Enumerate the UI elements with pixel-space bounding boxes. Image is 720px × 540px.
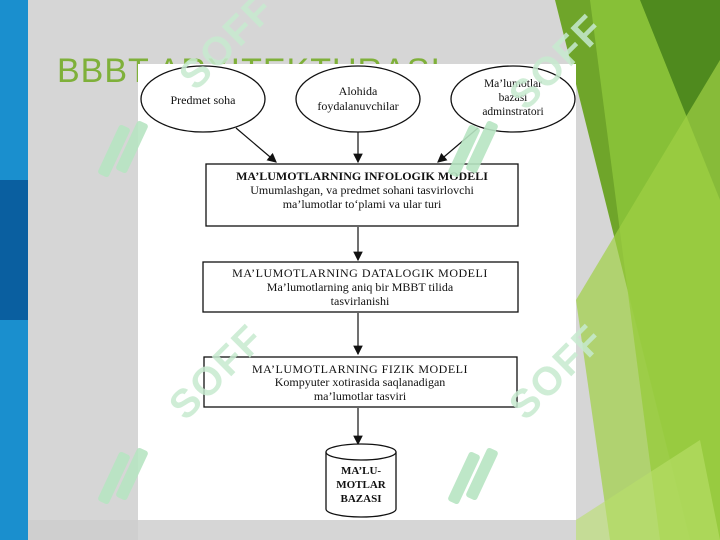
watermark-logo-icon <box>97 118 149 188</box>
database-cylinder: MA’LU- MOTLAR BAZASI <box>325 443 397 518</box>
watermark-logo-icon <box>97 445 149 515</box>
box-line: ma’lumotlar tasviri <box>314 389 407 403</box>
left-accent-bar-dark <box>0 180 28 320</box>
ellipse-label: foydalanuvchilar <box>317 99 398 113</box>
box-line: Umumlashgan, va predmet sohani tasvirlov… <box>250 183 474 197</box>
ellipse-alohida-foydalanuvchilar: Alohida foydalanuvchilar <box>295 65 421 133</box>
ellipse-label: Predmet soha <box>171 93 237 107</box>
watermark-logo-icon <box>447 445 499 515</box>
box-line: Ma’lumotlarning aniq bir MBBT tilida <box>267 280 454 294</box>
ellipse-label: adminstratori <box>482 106 543 118</box>
database-label: MOTLAR <box>336 479 387 491</box>
box-line: Kompyuter xotirasida saqlanadigan <box>275 375 446 389</box>
ellipse-label: bazasi <box>499 92 528 104</box>
box-fizik-model: MA’LUMOTLARNING FIZIK MODELI Kompyuter x… <box>203 356 518 408</box>
architecture-diagram: Predmet soha Alohida foydalanuvchilar Ma… <box>140 65 576 518</box>
ellipse-label: Ma’lumotlar <box>484 78 542 90</box>
box-datalogik-model: MA’LUMOTLARNING DATALOGIK MODELI Ma’lumo… <box>202 261 519 313</box>
arrow-connector <box>235 127 277 163</box>
ellipse-malumotlar-bazasi-adminstratori: Ma’lumotlar bazasi adminstratori <box>450 65 576 133</box>
box-title: MA’LUMOTLARNING DATALOGIK MODELI <box>232 266 488 280</box>
box-title: MA’LUMOTLARNING INFOLOGIK MODELI <box>236 169 488 183</box>
database-label: MA’LU- <box>341 465 381 477</box>
ellipse-predmet-soha: Predmet soha <box>140 65 266 133</box>
watermark-logo-icon <box>447 118 499 188</box>
box-line: ma’lumotlar to‘plami va ular turi <box>283 197 442 211</box>
diagram-panel: Predmet soha Alohida foydalanuvchilar Ma… <box>138 64 576 520</box>
box-line: tasvirlanishi <box>331 294 390 308</box>
box-title: MA’LUMOTLARNING FIZIK MODELI <box>252 362 468 376</box>
ellipse-label: Alohida <box>339 84 378 98</box>
box-infologik-model: MA’LUMOTLARNING INFOLOGIK MODELI Umumlas… <box>205 163 519 227</box>
database-label: BAZASI <box>341 493 382 505</box>
